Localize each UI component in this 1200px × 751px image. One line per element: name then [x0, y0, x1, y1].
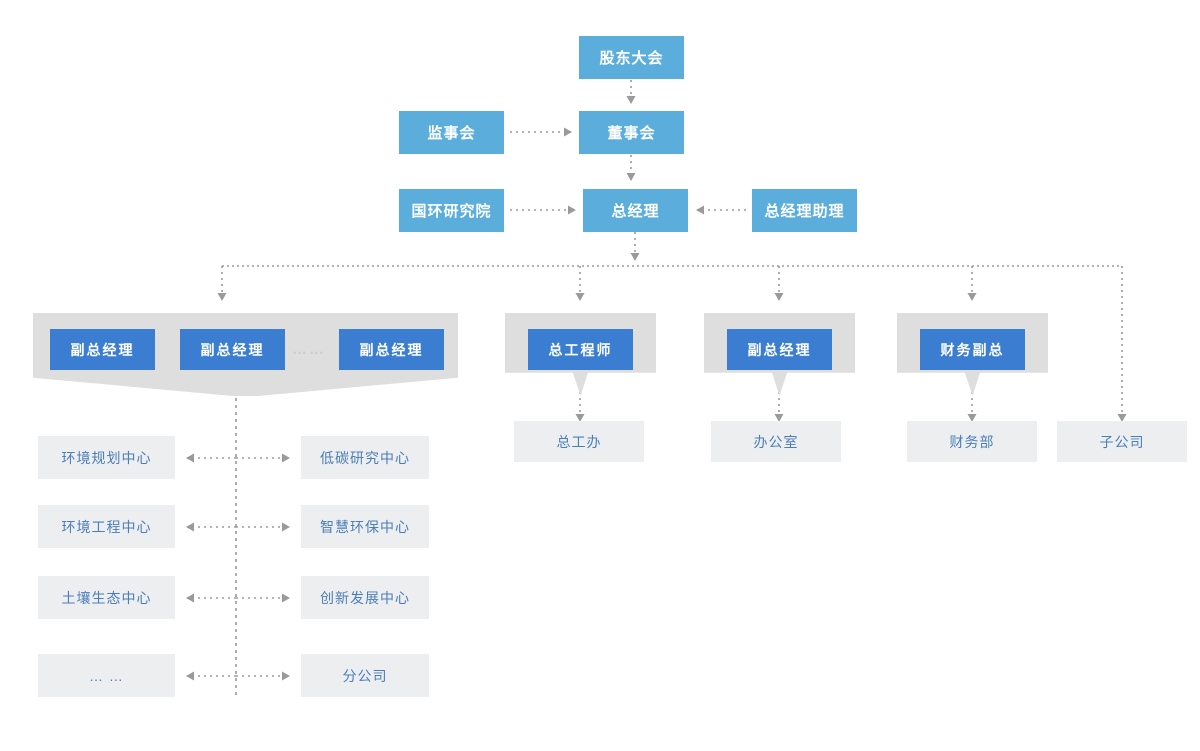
node-board-of-directors[interactable]: 董事会	[579, 111, 684, 154]
node-dept-right-1[interactable]: 低碳研究中心	[301, 436, 429, 479]
node-deputy-gm-office[interactable]: 副总经理	[727, 329, 832, 370]
node-dept-right-4[interactable]: 分公司	[301, 654, 429, 697]
node-deputy-gm-2[interactable]: 副总经理	[180, 329, 285, 370]
node-dept-left-2[interactable]: 环境工程中心	[38, 505, 175, 548]
node-supervisory-board[interactable]: 监事会	[399, 111, 504, 154]
node-dept-left-1[interactable]: 环境规划中心	[38, 436, 175, 479]
node-chief-engineer[interactable]: 总工程师	[528, 329, 633, 370]
node-dept-finance[interactable]: 财务部	[907, 421, 1037, 462]
node-deputy-gm-3[interactable]: 副总经理	[339, 329, 444, 370]
node-dept-right-2[interactable]: 智慧环保中心	[301, 505, 429, 548]
node-dept-administration-office[interactable]: 办公室	[711, 421, 841, 462]
node-dept-left-3[interactable]: 土壤生态中心	[38, 576, 175, 619]
node-dept-subsidiary[interactable]: 子公司	[1057, 421, 1187, 462]
node-dept-right-3[interactable]: 创新发展中心	[301, 576, 429, 619]
node-finance-vp[interactable]: 财务副总	[920, 329, 1025, 370]
node-general-manager[interactable]: 总经理	[583, 189, 688, 232]
node-research-institute[interactable]: 国环研究院	[399, 189, 504, 232]
node-deputy-gm-1[interactable]: 副总经理	[50, 329, 155, 370]
node-gm-assistant[interactable]: 总经理助理	[752, 189, 857, 232]
deputy-gm-ellipsis: ……	[292, 341, 326, 358]
node-dept-chief-engineer-office[interactable]: 总工办	[514, 421, 644, 462]
node-dept-left-4[interactable]: … …	[38, 654, 175, 697]
node-shareholders-meeting[interactable]: 股东大会	[579, 36, 684, 79]
